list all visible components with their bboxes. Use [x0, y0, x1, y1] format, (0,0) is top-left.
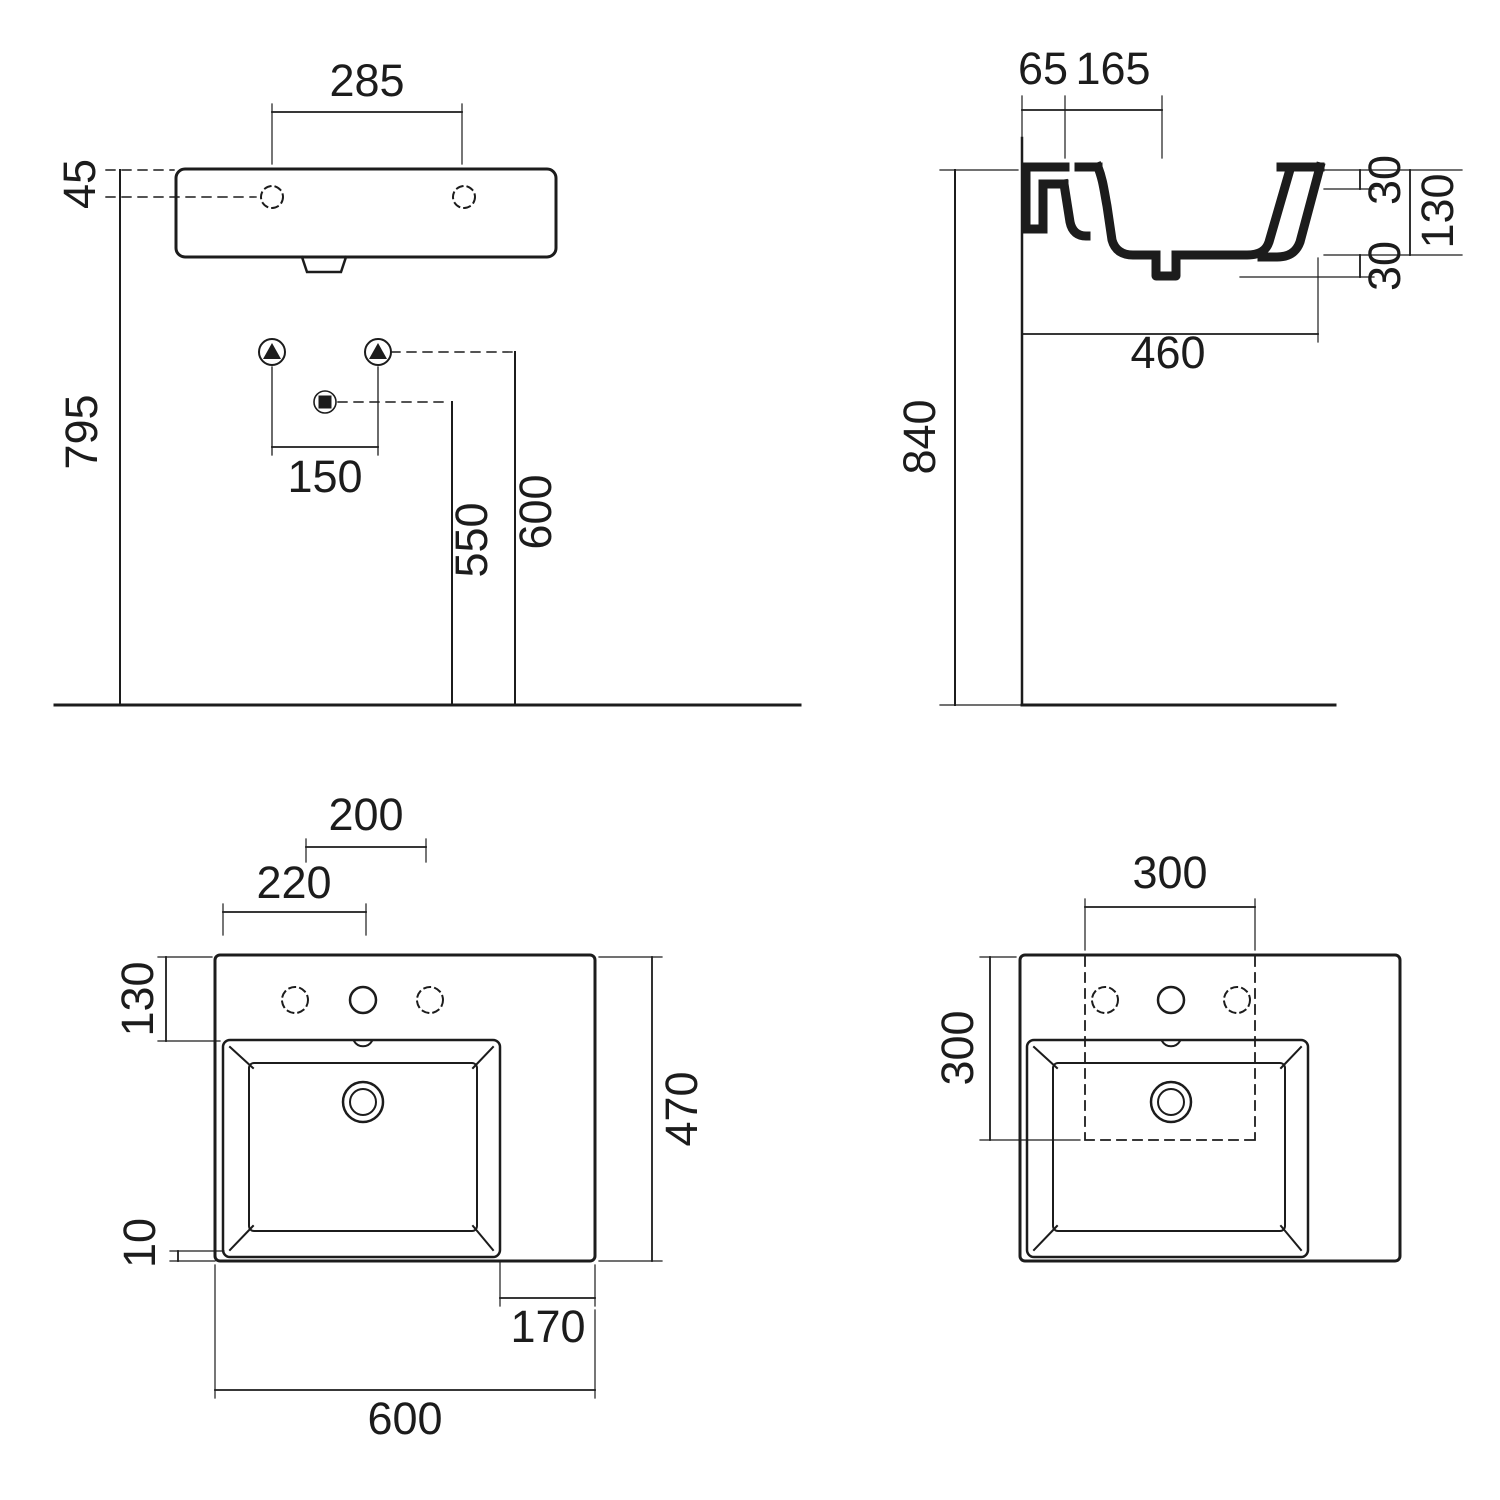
overflow-slot-alt [1160, 1039, 1182, 1048]
drain-plan [341, 1080, 385, 1124]
dim-label-300-depth: 300 [932, 1010, 983, 1085]
drain-symbol [313, 390, 337, 414]
drain-plan-alt [1149, 1080, 1193, 1124]
zone-300-dashed [1084, 956, 1256, 1141]
dim-label-600-height: 600 [510, 474, 561, 549]
section-view [939, 95, 1463, 707]
supply-circle [258, 338, 286, 366]
plan-view [157, 838, 663, 1399]
faucet-hole-optional-left [281, 986, 309, 1014]
dim-label-795: 795 [56, 394, 107, 469]
dim-extension-600w [214, 1264, 596, 1399]
dim-label-30-rim: 30 [1359, 155, 1410, 205]
plan-view-labels: 200 220 130 470 10 170 600 [112, 789, 707, 1444]
dim-extension-300d [979, 956, 1081, 1141]
basin-section-profile [1021, 161, 1326, 281]
dim-label-470: 470 [656, 1071, 707, 1146]
supply-triangle-icon [263, 343, 281, 359]
water-supply-symbol-right [364, 338, 392, 366]
dim-label-45: 45 [54, 159, 105, 209]
dim-label-840: 840 [894, 399, 945, 474]
dim-label-285: 285 [329, 55, 404, 106]
basin-plan-alt-outline [1018, 953, 1402, 1263]
faucet-hole-optional-left-alt [1091, 986, 1119, 1014]
bowl-opening-alt-outline [1025, 1038, 1310, 1259]
dim-label-65: 65 [1018, 43, 1068, 94]
waste-outlet-front [300, 255, 348, 274]
basin-plan-outline [213, 953, 597, 1263]
bowl-bottom-outline [248, 1062, 478, 1232]
faucet-hole-center-alt [1156, 985, 1186, 1015]
faucet-hole-optional-right-alt [1223, 986, 1251, 1014]
water-supply-symbol-left [258, 338, 286, 366]
front-view [53, 103, 802, 707]
dim-label-130: 130 [1412, 173, 1463, 248]
dim-label-550: 550 [446, 502, 497, 577]
faucet-hole-optional-right [416, 986, 444, 1014]
dim-extension-65-165 [1021, 95, 1163, 159]
dim-extension-840 [939, 169, 1023, 706]
bowl-corner-bevels [228, 1045, 495, 1252]
bowl-corner-bevels-alt [1032, 1045, 1303, 1252]
dim-label-30-outlet: 30 [1359, 241, 1410, 291]
overflow-slot [352, 1039, 374, 1048]
faucet-hole-center [348, 985, 378, 1015]
dim-extension-130-plan [157, 956, 221, 1042]
dim-label-130-plan: 130 [112, 961, 163, 1036]
bowl-opening-outline [221, 1038, 502, 1259]
dim-label-600-width: 600 [367, 1393, 442, 1444]
dim-extension-220 [222, 903, 367, 936]
plan-view-alt-labels: 300 300 [932, 847, 1208, 1086]
dim-extension-170 [499, 1262, 596, 1307]
drain-circle [313, 390, 337, 414]
dim-label-165: 165 [1075, 43, 1150, 94]
faucet-hole-hidden-left [260, 185, 284, 209]
dim-label-200: 200 [328, 789, 403, 840]
dim-label-170: 170 [510, 1301, 585, 1352]
dim-extension-285 [271, 103, 463, 165]
dim-extension-right [1239, 169, 1463, 278]
dim-extension-200 [305, 838, 427, 863]
dim-label-150: 150 [287, 451, 362, 502]
dim-label-10: 10 [114, 1218, 165, 1268]
dim-label-220: 220 [256, 857, 331, 908]
bowl-bottom-alt-outline [1052, 1062, 1286, 1232]
front-view-labels: 285 45 795 150 550 600 [54, 55, 561, 578]
drain-square-icon [318, 395, 332, 409]
dim-label-460: 460 [1130, 327, 1205, 378]
dim-extension-150 [271, 366, 379, 456]
faucet-hole-hidden-right [452, 185, 476, 209]
dim-label-300-width: 300 [1132, 847, 1207, 898]
basin-front-outline [174, 167, 558, 259]
plan-view-alt [979, 898, 1402, 1263]
supply-triangle-icon [369, 343, 387, 359]
section-view-labels: 65 165 30 130 30 460 840 [894, 43, 1463, 475]
